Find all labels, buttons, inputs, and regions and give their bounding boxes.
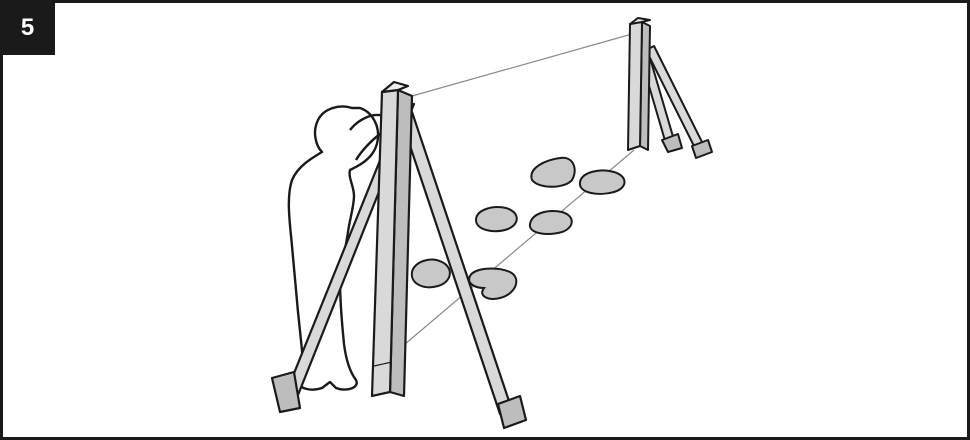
step-number-badge: 5 [0, 0, 55, 55]
top-string-line [412, 34, 632, 96]
stone-3 [476, 207, 517, 231]
stone-1 [531, 158, 574, 187]
near-brace-right [400, 112, 512, 414]
near-post-top [382, 82, 408, 92]
far-post-top [630, 18, 650, 24]
stone-2 [580, 170, 625, 193]
near-brace-left-foot [272, 372, 300, 412]
stone-4 [530, 211, 572, 234]
stone-6 [469, 269, 516, 299]
far-post-assembly [628, 18, 712, 158]
far-post-front [628, 22, 642, 150]
stone-5 [412, 260, 450, 288]
